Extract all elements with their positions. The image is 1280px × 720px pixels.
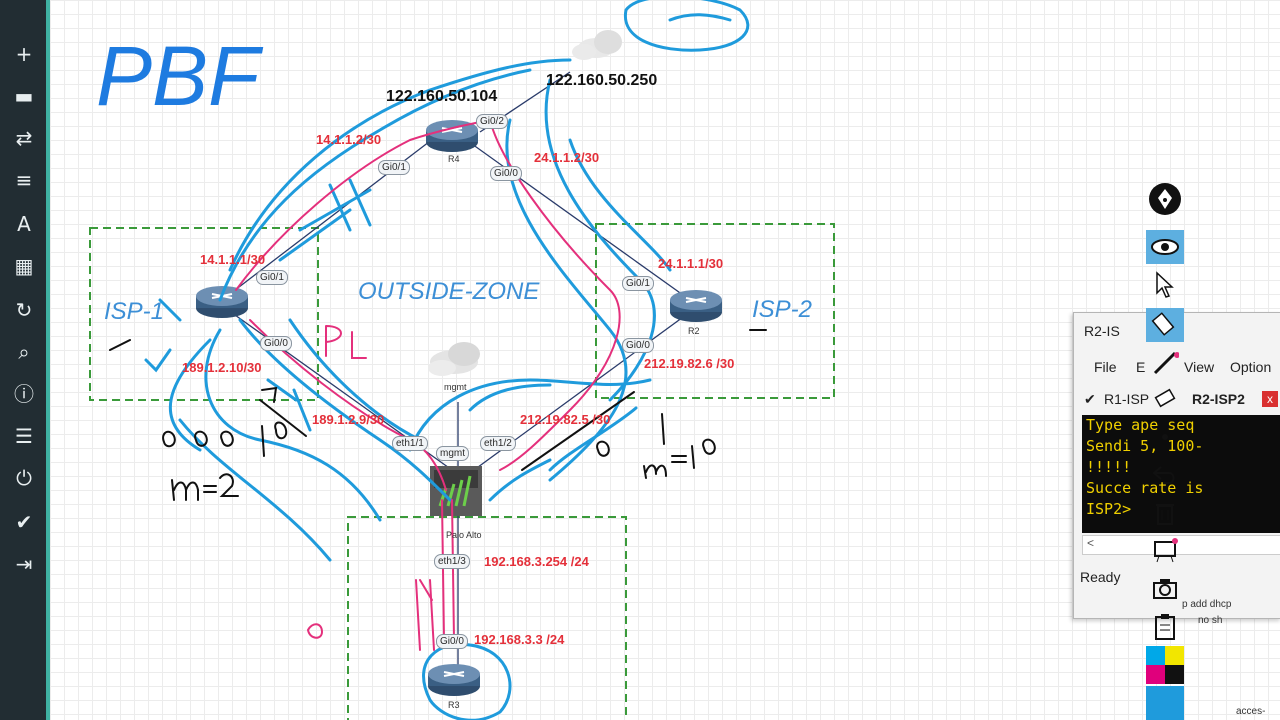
fw-port-eth12[interactable]: eth1/2 <box>480 436 516 451</box>
fw-port-eth13[interactable]: eth1/3 <box>434 554 470 569</box>
ip-label: 24.1.1.1/30 <box>658 256 724 271</box>
ip-label: 192.168.3.3 /24 <box>474 632 565 647</box>
ip-label: 189.1.2.10/30 <box>182 360 262 375</box>
trash-icon[interactable] <box>1146 496 1184 530</box>
cloud-public-ip: 122.160.50.250 <box>546 72 658 89</box>
ip-label: 192.168.3.254 /24 <box>484 554 589 569</box>
left-toolbar: + ▬ ⇄ ≡ A ▦ ↻ ⌕ ⓘ ☰ ⏻ ✔ ⇥ <box>0 0 50 720</box>
text-box-icon[interactable]: A <box>17 212 31 236</box>
page-title: PBF <box>96 29 260 123</box>
swap-arrows-icon[interactable]: ⇄ <box>15 126 33 150</box>
r4-node-label: R4 <box>448 154 460 164</box>
storage-icon[interactable]: ▬ <box>14 84 34 108</box>
r4-port-gi02[interactable]: Gi0/2 <box>476 114 508 129</box>
outside-zone-label: OUTSIDE-ZONE <box>358 278 540 305</box>
ip-label: 212.19.82.5 /30 <box>520 412 611 427</box>
terminal-line: Sendi 5, 100- <box>1086 437 1204 455</box>
dot-icon[interactable] <box>1146 420 1184 454</box>
grid-icon[interactable]: ▦ <box>14 254 34 278</box>
color-swatch-icon[interactable] <box>1146 646 1184 684</box>
ip-label: 14.1.1.2/30 <box>316 132 382 147</box>
black-ink-annotations <box>109 329 767 501</box>
menu-view[interactable]: View <box>1184 359 1215 375</box>
terminal-output[interactable]: Type ape seq Sendi 5, 100- !!!!! Succe r… <box>1082 415 1280 533</box>
cloud-mgmt-icon <box>428 342 480 376</box>
menu-options[interactable]: Option <box>1230 359 1272 375</box>
undo-icon[interactable] <box>1146 458 1184 492</box>
list-icon[interactable]: ☰ <box>15 424 33 448</box>
r4-public-ip: 122.160.50.104 <box>386 88 498 105</box>
console-window[interactable]: R2-IS File E View Option ✔ R1-ISP R2-ISP… <box>1073 312 1280 626</box>
router-r2-icon <box>670 290 722 322</box>
terminal-line: Succe rate is <box>1086 479 1204 497</box>
footer-note: acces- <box>1236 706 1266 717</box>
camera-icon[interactable] <box>1146 572 1184 606</box>
ip-label: 189.1.2.9/30 <box>312 412 385 427</box>
text-align-icon[interactable]: ≡ <box>15 168 33 192</box>
router-isp1-icon <box>196 286 248 318</box>
isp1-port-gi01[interactable]: Gi0/1 <box>256 270 288 285</box>
zoom-icon[interactable]: ⌕ <box>18 340 30 364</box>
firewall-icon <box>430 466 482 516</box>
r4-port-gi01[interactable]: Gi0/1 <box>378 160 410 175</box>
firewall-node-label: Palo Alto <box>446 530 482 540</box>
r3-port-gi00[interactable]: Gi0/0 <box>436 634 468 649</box>
r3-node-label: R3 <box>448 700 460 710</box>
menu-file[interactable]: File <box>1094 359 1117 375</box>
power-icon[interactable]: ⏻ <box>16 466 32 490</box>
blue-ink-annotations <box>144 0 750 720</box>
cloud-top-icon <box>572 30 622 60</box>
ip-label: 212.19.82.6 /30 <box>644 356 735 371</box>
ip-label: 24.1.1.2/30 <box>534 150 600 165</box>
tab-r2-isp2[interactable]: R2-ISP2 <box>1192 391 1245 407</box>
add-icon[interactable]: + <box>15 42 33 66</box>
current-color-icon[interactable] <box>1146 686 1184 720</box>
eraser-icon[interactable] <box>1146 382 1184 416</box>
side-note: p add dhcp <box>1182 599 1232 610</box>
isp1-zone-label: ISP-1 <box>104 298 165 325</box>
isp1-port-gi00[interactable]: Gi0/0 <box>260 336 292 351</box>
r4-port-gi00[interactable]: Gi0/0 <box>490 166 522 181</box>
side-note: no sh <box>1198 615 1223 626</box>
router-r4-icon <box>426 120 478 152</box>
menu-edit[interactable]: E <box>1136 359 1146 375</box>
logout-icon[interactable]: ⇥ <box>15 552 33 576</box>
cursor-hand-icon[interactable] <box>1146 268 1184 302</box>
r2-port-gi00[interactable]: Gi0/0 <box>622 338 654 353</box>
status-text: Ready <box>1080 569 1121 585</box>
terminal-line: !!!!! <box>1086 458 1132 476</box>
ip-label: 14.1.1.1/30 <box>200 252 266 267</box>
console-title: R2-IS <box>1084 323 1120 339</box>
refresh-icon[interactable]: ↻ <box>15 298 33 322</box>
eye-icon[interactable] <box>1146 230 1184 264</box>
tab-check-icon: ✔ <box>1084 391 1096 407</box>
fw-port-eth11[interactable]: eth1/1 <box>392 436 428 451</box>
router-r3-icon <box>428 664 480 696</box>
horizontal-scrollbar[interactable]: < <box>1082 535 1280 555</box>
info-icon[interactable]: ⓘ <box>14 382 34 406</box>
scroll-left-icon[interactable]: < <box>1087 536 1095 550</box>
isp2-zone-label: ISP-2 <box>752 296 813 323</box>
isp1-zone-box <box>89 227 319 401</box>
clipboard-icon[interactable] <box>1146 610 1184 644</box>
tab-r1-isp[interactable]: R1-ISP <box>1104 391 1150 407</box>
check-circle-icon[interactable]: ✔ <box>15 510 33 534</box>
fw-port-mgmt[interactable]: mgmt <box>436 446 469 461</box>
terminal-line: ISP2> <box>1086 500 1132 518</box>
r2-port-gi01[interactable]: Gi0/1 <box>622 276 654 291</box>
mgmt-node-label: mgmt <box>444 382 467 392</box>
pink-ink-annotations <box>235 119 621 651</box>
terminal-line: Type ape seq <box>1086 416 1195 434</box>
isp2-zone-box <box>595 223 835 399</box>
r2-node-label: R2 <box>688 326 700 336</box>
highlighter-icon[interactable] <box>1146 308 1184 342</box>
topology-drawing <box>89 0 835 720</box>
close-tab-icon[interactable]: x <box>1262 391 1278 407</box>
inside-zone-box <box>347 516 627 720</box>
pen-icon[interactable] <box>1146 346 1184 380</box>
whiteboard-icon[interactable] <box>1146 534 1184 568</box>
pen-nib-icon[interactable] <box>1146 182 1184 216</box>
annotation-tool-palette <box>1144 178 1186 720</box>
